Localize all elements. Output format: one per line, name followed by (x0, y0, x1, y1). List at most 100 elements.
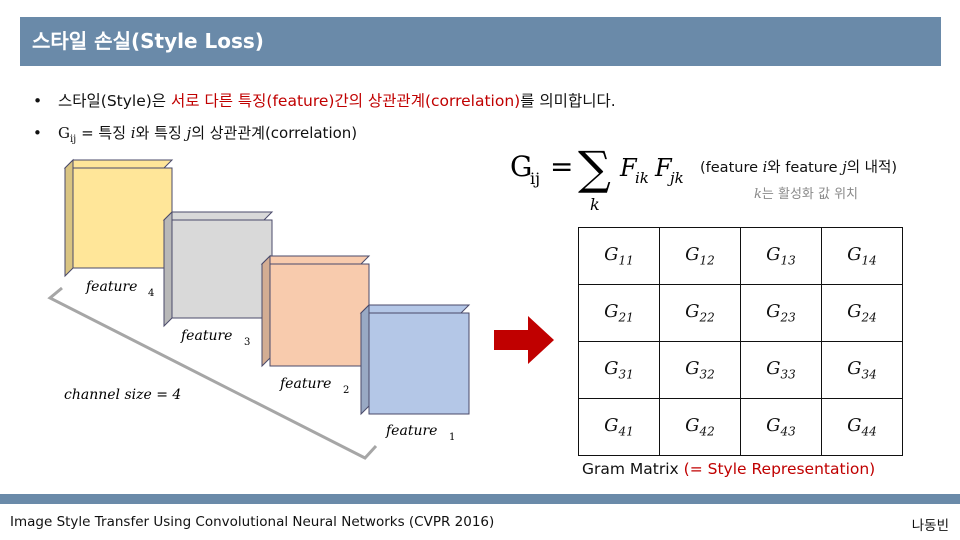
gram-cell-index: 44 (861, 424, 877, 439)
feature-maps-diagram: feature 4 feature 3 feature 2 feature 1 … (47, 158, 471, 460)
bullet2-i: i (130, 124, 136, 142)
bullet-dot: • (33, 124, 42, 142)
gram-cell-symbol: G (685, 301, 700, 323)
bullet2-g: G (58, 124, 70, 142)
feature-1-sub: 1 (449, 432, 455, 443)
note-start: (feature (700, 160, 763, 176)
bullet2-g-sub: ij (69, 134, 77, 145)
gram-cell-index: 14 (861, 253, 877, 268)
formula-f1-sub: ik (635, 169, 649, 187)
gram-cell-index: 42 (699, 424, 715, 439)
formula-sum-sign: ∑ (578, 141, 611, 195)
feature-4-label: feature (85, 279, 137, 295)
channel-bracket (47, 286, 378, 460)
gram-cell-symbol: G (685, 244, 700, 266)
gram-matrix-cell: G33 (740, 341, 822, 399)
bullet-gram-definition: • Gij = 특징 i와 특징 j의 상관관계(correlation) (33, 122, 357, 145)
gram-cell-index: 34 (861, 367, 877, 382)
gram-matrix-cell: G44 (821, 398, 903, 456)
gram-matrix-cell: G23 (740, 284, 822, 342)
gram-cell-index: 41 (618, 424, 634, 439)
bullet2-eq: = 특징 (76, 124, 131, 142)
bullet-dot: • (33, 92, 43, 110)
bullet2-j: j (186, 124, 192, 142)
gram-matrix-cell: G21 (578, 284, 660, 342)
gram-cell-symbol: G (766, 358, 781, 380)
bullet2-mid: 와 특징 (135, 124, 187, 142)
formula-equals: = (550, 150, 573, 183)
gram-matrix-cell: G22 (659, 284, 741, 342)
bullet1-text-start: 스타일(Style)은 (58, 92, 171, 110)
gram-cell-symbol: G (604, 301, 619, 323)
feature-map-3 (162, 210, 274, 328)
gram-formula: G ij = ∑ k F ik F jk (510, 141, 684, 214)
note-j: j (842, 160, 847, 176)
gram-matrix-cell: G42 (659, 398, 741, 456)
gram-matrix-cell: G14 (821, 227, 903, 285)
feature-4-sub: 4 (148, 288, 154, 299)
gram-cell-symbol: G (847, 301, 862, 323)
channel-size-label: channel size = 4 (64, 387, 181, 403)
gram-cell-symbol: G (604, 244, 619, 266)
gram-cell-symbol: G (604, 415, 619, 437)
gram-matrix-cell: G34 (821, 341, 903, 399)
gram-matrix-cell: G32 (659, 341, 741, 399)
footer-citation: Image Style Transfer Using Convolutional… (10, 514, 495, 530)
formula-f1: F (619, 154, 638, 182)
bullet-style-definition: •스타일(Style)은 서로 다른 특징(feature)간의 상관관계(co… (33, 89, 616, 111)
note-mid: 와 feature (767, 160, 843, 176)
caption-start: Gram Matrix (582, 460, 684, 478)
feature-map-4 (63, 158, 174, 278)
bullet2-end: 의 상관관계(correlation) (191, 124, 358, 142)
footer-bar (0, 494, 960, 504)
gram-cell-symbol: G (766, 244, 781, 266)
note-i: i (762, 160, 768, 176)
gram-cell-index: 33 (780, 367, 796, 382)
subnote-k: k (754, 187, 762, 202)
gram-matrix-cell: G31 (578, 341, 660, 399)
gram-matrix-cell: G13 (740, 227, 822, 285)
gram-matrix-cell: G41 (578, 398, 660, 456)
note-end: 의 내적) (846, 160, 897, 176)
gram-matrix-cell: G11 (578, 227, 660, 285)
right-arrow-icon (494, 316, 554, 364)
gram-cell-symbol: G (847, 415, 862, 437)
gram-cell-index: 24 (861, 310, 877, 325)
feature-map-1 (359, 303, 471, 416)
feature-3-label: feature (180, 328, 232, 344)
formula-subnote: k는 활성화 값 위치 (754, 183, 858, 202)
gram-cell-symbol: G (766, 301, 781, 323)
gram-cell-symbol: G (685, 358, 700, 380)
formula-lhs-sub: ij (530, 169, 540, 188)
formula-sum-index: k (590, 195, 600, 214)
formula-lhs: G (510, 150, 532, 183)
gram-matrix-cell: G43 (740, 398, 822, 456)
gram-cell-symbol: G (847, 358, 862, 380)
bullet1-text-end: 를 의미합니다. (520, 92, 616, 110)
formula-f2-sub: jk (667, 169, 684, 187)
gram-cell-index: 12 (699, 253, 715, 268)
caption-highlight: (= Style Representation) (683, 460, 876, 478)
gram-cell-index: 43 (780, 424, 796, 439)
gram-cell-index: 13 (780, 253, 796, 268)
gram-cell-symbol: G (847, 244, 862, 266)
gram-cell-index: 22 (699, 310, 715, 325)
gram-cell-symbol: G (766, 415, 781, 437)
feature-1-label: feature (385, 423, 437, 439)
gram-cell-index: 32 (699, 367, 715, 382)
gram-cell-index: 31 (618, 367, 634, 382)
footer-author: 나동빈 (911, 518, 949, 534)
formula-f2: F (654, 154, 673, 182)
gram-matrix-cell: G24 (821, 284, 903, 342)
feature-map-2 (260, 254, 371, 368)
gram-cell-index: 23 (780, 310, 796, 325)
feature-2-label: feature (279, 376, 331, 392)
feature-2-sub: 2 (343, 385, 349, 396)
gram-cell-index: 11 (618, 253, 634, 268)
feature-3-sub: 3 (244, 337, 250, 348)
gram-matrix-caption: Gram Matrix (= Style Representation) (582, 460, 875, 478)
